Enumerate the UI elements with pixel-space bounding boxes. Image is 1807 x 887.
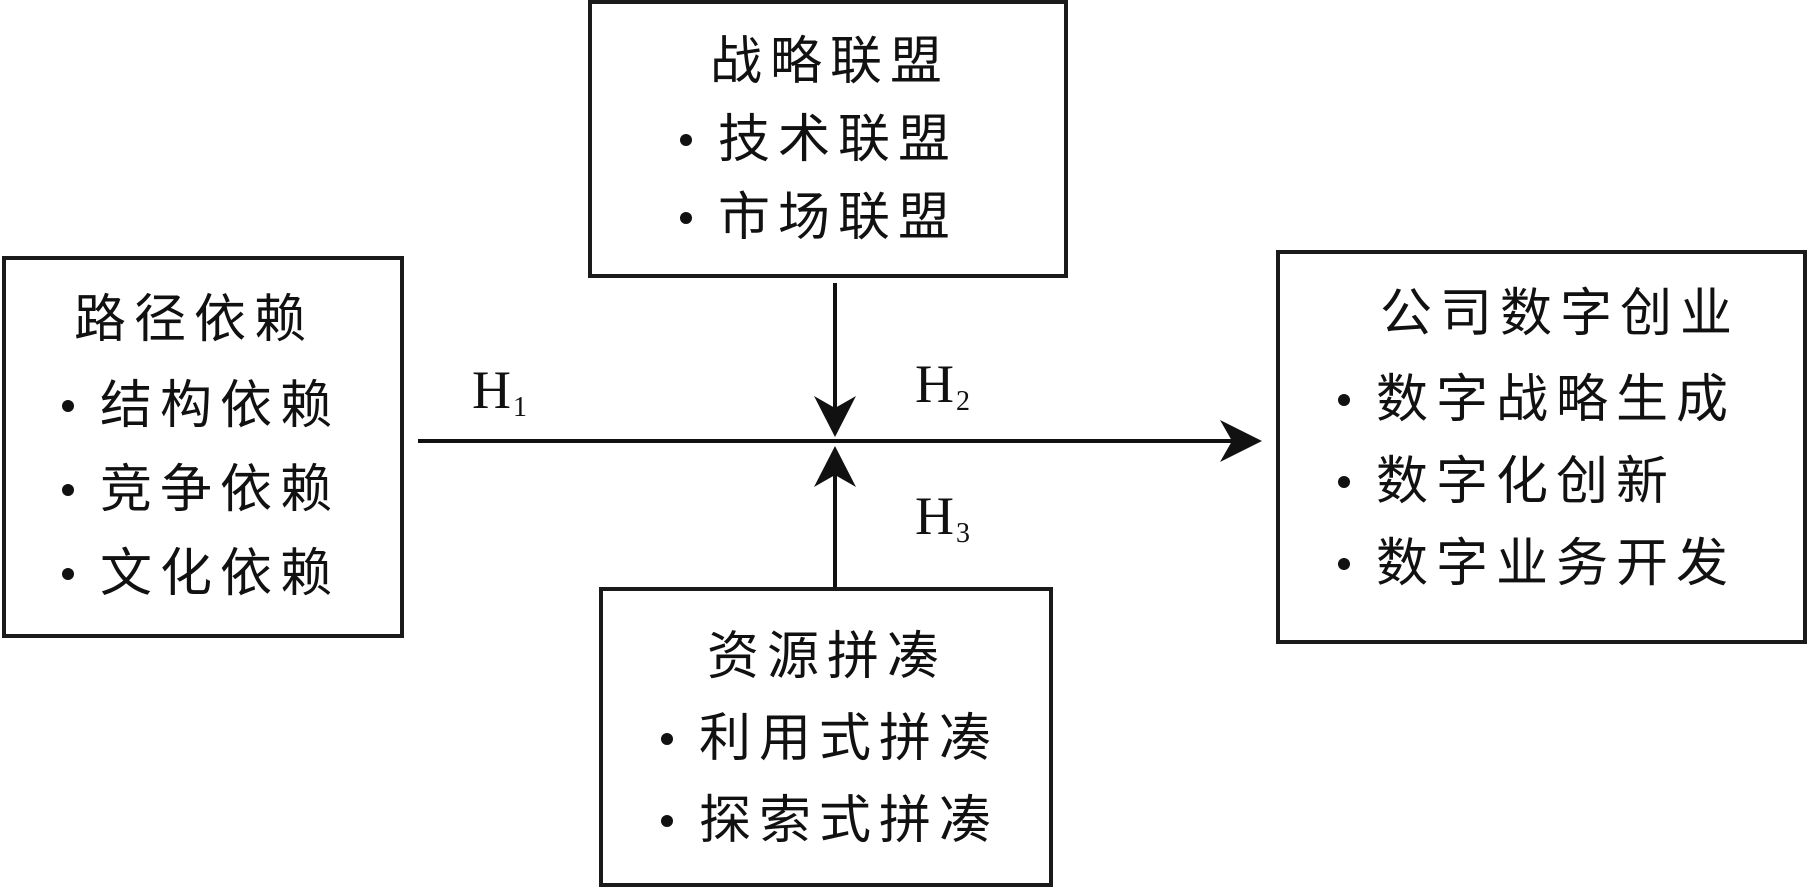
resource-bricolage-box: 资源拼凑 利用式拼凑 探索式拼凑 bbox=[599, 587, 1053, 887]
digital-entrepreneurship-item: 数字化创新 bbox=[1338, 452, 1676, 512]
path-dependence-item: 结构依赖 bbox=[62, 376, 340, 436]
moderator-bottom-arrow-head bbox=[814, 446, 856, 487]
bullet-icon bbox=[680, 211, 692, 224]
strategic-alliance-item: 市场联盟 bbox=[680, 188, 958, 248]
bullet-icon bbox=[62, 567, 74, 580]
resource-bricolage-title: 资源拼凑 bbox=[707, 627, 948, 687]
moderator-top-arrow-head bbox=[814, 396, 856, 437]
path-dependence-item: 文化依赖 bbox=[62, 544, 340, 604]
strategic-alliance-box: 战略联盟 技术联盟 市场联盟 bbox=[588, 0, 1068, 278]
bullet-icon bbox=[1338, 557, 1350, 570]
strategic-alliance-item: 技术联盟 bbox=[680, 110, 958, 170]
resource-bricolage-item: 利用式拼凑 bbox=[661, 709, 999, 769]
digital-entrepreneurship-item: 数字战略生成 bbox=[1338, 370, 1736, 430]
resource-bricolage-item: 探索式拼凑 bbox=[661, 791, 999, 851]
main-arrow-head bbox=[1220, 420, 1262, 462]
hypothesis-h1-label: H1 bbox=[472, 360, 527, 423]
bullet-icon bbox=[1338, 393, 1350, 406]
bullet-icon bbox=[680, 133, 692, 146]
bullet-icon bbox=[661, 732, 673, 745]
bullet-icon bbox=[62, 483, 74, 496]
path-dependence-title: 路径依赖 bbox=[74, 290, 315, 350]
bullet-icon bbox=[1338, 475, 1350, 488]
path-dependence-item: 竞争依赖 bbox=[62, 460, 340, 520]
digital-entrepreneurship-title: 公司数字创业 bbox=[1380, 284, 1741, 344]
strategic-alliance-title: 战略联盟 bbox=[710, 32, 951, 92]
digital-entrepreneurship-box: 公司数字创业 数字战略生成 数字化创新 数字业务开发 bbox=[1276, 250, 1807, 644]
hypothesis-h2-label: H2 bbox=[915, 354, 970, 417]
path-dependence-box: 路径依赖 结构依赖 竞争依赖 文化依赖 bbox=[2, 256, 404, 638]
bullet-icon bbox=[661, 814, 673, 827]
digital-entrepreneurship-item: 数字业务开发 bbox=[1338, 534, 1736, 594]
hypothesis-h3-label: H3 bbox=[915, 486, 970, 549]
bullet-icon bbox=[62, 399, 74, 412]
